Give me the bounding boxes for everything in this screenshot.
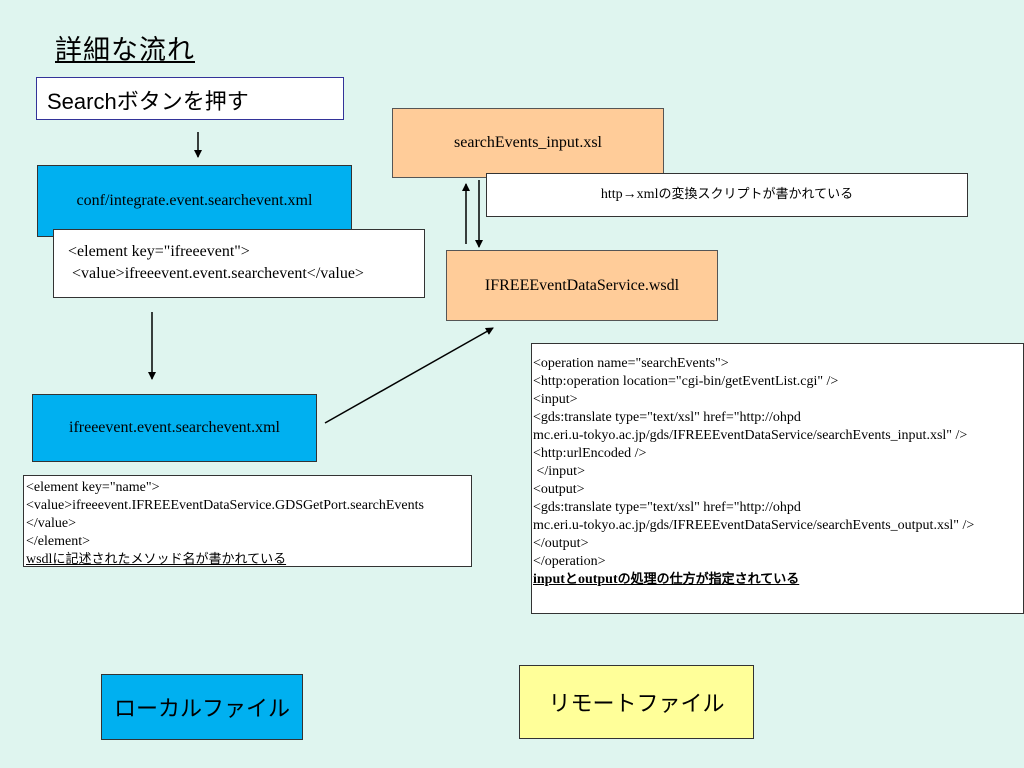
conf-xml-file-box: conf/integrate.event.searchevent.xml bbox=[37, 165, 352, 237]
arrow-ifreee-to-wsdl bbox=[324, 327, 494, 424]
footer-to: と bbox=[564, 572, 578, 587]
legend-local-file: ローカルファイル bbox=[101, 674, 303, 740]
conf-element-line-2: <value>ifreeevent.event.searchevent</val… bbox=[68, 265, 364, 282]
wsdl-operation-line: <input> bbox=[533, 392, 578, 407]
input-xsl-file-box: searchEvents_input.xsl bbox=[392, 108, 664, 178]
wsdl-operation-line: mc.eri.u-tokyo.ac.jp/gds/IFREEEventDataS… bbox=[533, 428, 968, 443]
legend-remote-file: リモートファイル bbox=[519, 665, 754, 739]
wsdl-file-label: IFREEEventDataService.wsdl bbox=[484, 276, 680, 294]
page-title: 詳細な流れ bbox=[55, 35, 195, 66]
ifreee-xml-file-label: ifreeevent.event.searchevent.xml bbox=[69, 419, 280, 436]
wsdl-operation-footer: inputとoutputの処理の仕方が指定されている bbox=[533, 571, 1023, 589]
conf-element-note: <element key="ifreeevent"> <value>ifreee… bbox=[53, 229, 425, 298]
wsdl-file-box: IFREEEventDataService.wsdl bbox=[446, 250, 718, 321]
conf-xml-file-label: conf/integrate.event.searchevent.xml bbox=[76, 192, 313, 209]
wsdl-operation-line: <gds:translate type="text/xsl" href="htt… bbox=[533, 500, 801, 515]
name-element-line-5: wsdlに記述されたメソッド名が書かれている bbox=[26, 551, 471, 569]
footer-rest: の処理の仕方が指定されている bbox=[617, 572, 800, 587]
name-element-note: <element key="name"> <value>ifreeevent.I… bbox=[23, 475, 472, 567]
conf-element-line-1: <element key="ifreeevent"> bbox=[68, 243, 250, 260]
wsdl-operation-line: <operation name="searchEvents"> bbox=[533, 356, 729, 371]
footer-output: output bbox=[577, 572, 618, 587]
wsdl-operation-line: mc.eri.u-tokyo.ac.jp/gds/IFREEEventDataS… bbox=[533, 518, 975, 533]
name-element-line-1: <element key="name"> bbox=[26, 480, 160, 495]
search-step-box: Searchボタンを押す bbox=[36, 77, 344, 120]
name-element-line-2: <value>ifreeevent.IFREEEventDataService.… bbox=[26, 498, 424, 513]
method-name-note: に記述されたメソッド名が書かれている bbox=[52, 552, 287, 567]
xsl-note: http→xmlの変換スクリプトが書かれている bbox=[486, 173, 968, 217]
input-xsl-file-label: searchEvents_input.xsl bbox=[454, 134, 602, 151]
name-element-line-4: </element> bbox=[26, 534, 90, 549]
wsdl-operation-line: <output> bbox=[533, 482, 585, 497]
xsl-note-prefix: http→xml bbox=[600, 187, 659, 202]
wsdl-operation-line: <http:urlEncoded /> bbox=[533, 446, 647, 461]
wsdl-operation-line: <gds:translate type="text/xsl" href="htt… bbox=[533, 410, 801, 425]
xsl-note-text: http→xmlの変換スクリプトが書かれている bbox=[601, 186, 853, 204]
wsdl-operation-line: <http:operation location="cgi-bin/getEve… bbox=[533, 374, 839, 389]
footer-input: input bbox=[533, 572, 565, 587]
wsdl-operation-line: </output> bbox=[533, 536, 589, 551]
xsl-note-suffix: の変換スクリプトが書かれている bbox=[658, 187, 854, 202]
wsdl-operation-note: <operation name="searchEvents"> <http:ope… bbox=[531, 343, 1024, 614]
wsdl-operation-line: </input> bbox=[533, 464, 585, 479]
ifreee-xml-file-box: ifreeevent.event.searchevent.xml bbox=[32, 394, 317, 462]
wsdl-operation-lines: <operation name="searchEvents"> <http:ope… bbox=[533, 355, 1023, 571]
wsdl-word: wsdl bbox=[26, 552, 53, 567]
wsdl-operation-line: </operation> bbox=[533, 554, 606, 569]
name-element-line-3: </value> bbox=[26, 516, 76, 531]
